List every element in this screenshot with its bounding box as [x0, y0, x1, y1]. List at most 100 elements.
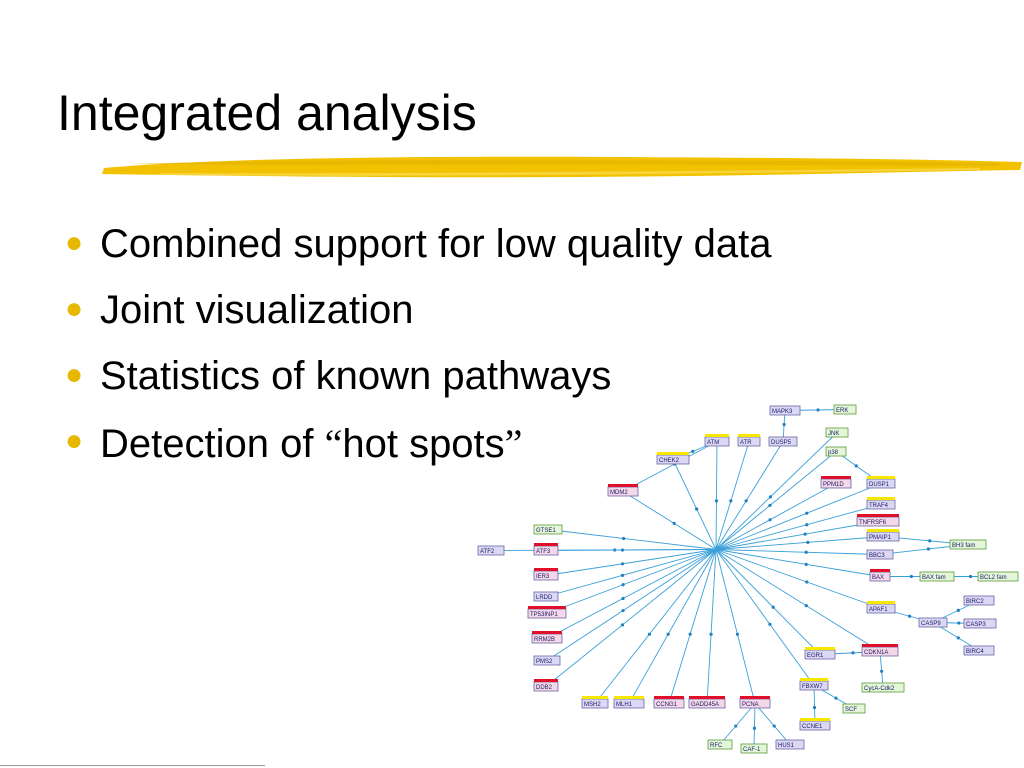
pathway-node: CASP9 — [918, 617, 948, 628]
pathway-node-label: EGR1 — [807, 653, 824, 659]
pathway-node: CASP3 — [963, 618, 997, 629]
pathway-node: PPM1D — [820, 476, 852, 489]
pathway-node-flag — [528, 606, 566, 609]
bullet-dot-icon: ● — [65, 226, 84, 259]
pathway-node-flag — [821, 476, 851, 479]
pathway-edge-dot — [768, 518, 772, 522]
bullet-text: Statistics of known pathways — [100, 354, 612, 398]
pathway-node: CHEK2 — [656, 452, 690, 465]
pathway-node-flag — [800, 678, 828, 681]
pathway-edge-dot — [908, 614, 912, 618]
pathway-edge — [715, 549, 882, 609]
pathway-node-box — [769, 405, 801, 416]
pathway-node-label: HUS1 — [778, 743, 795, 749]
pathway-node-label: DDB2 — [536, 685, 553, 691]
pathway-edge — [546, 549, 717, 614]
pathway-node-label: APAF1 — [869, 607, 888, 613]
pathway-edge — [715, 504, 882, 550]
pathway-node-box — [918, 617, 948, 628]
pathway-node: MLH1 — [613, 696, 645, 709]
pathway-node-box — [963, 595, 995, 606]
pathway-node-flag — [862, 644, 898, 647]
pathway-node: MSH2 — [581, 696, 609, 709]
bullet-item: ● Statistics of known pathways — [60, 354, 771, 420]
pathway-node-flag — [857, 514, 899, 517]
pathway-edge — [715, 441, 750, 550]
pathway-edge — [715, 441, 718, 550]
pathway-node-label: BAX fam — [922, 575, 946, 581]
pathway-edge-dot — [734, 724, 738, 728]
pathway-edge-dot — [804, 550, 808, 554]
pathway-node-label: GTSE1 — [536, 528, 556, 534]
pathway-edge-dot — [729, 499, 733, 503]
pathway-edge-dot — [735, 632, 740, 636]
pathway-node-label: CCNG1 — [656, 702, 678, 708]
pathway-edge-dot — [621, 596, 625, 601]
pathway-node-flag — [532, 631, 562, 634]
pathway-node: DUSP1 — [866, 476, 896, 489]
pathway-edge-dot — [956, 608, 960, 612]
pathway-edge-dot — [695, 507, 699, 511]
pathway-node-label: SCF — [845, 707, 857, 713]
pathway-node-label: PMS2 — [536, 659, 553, 665]
pathway-node: p38 — [825, 446, 847, 457]
pathway-node: GTSE1 — [533, 524, 563, 535]
pathway-edge — [545, 549, 717, 687]
pathway-node-label: JNK — [828, 431, 839, 437]
pathway-node-label: PPM1D — [823, 482, 844, 488]
pathway-node: CAF-1 — [740, 743, 768, 754]
bullet-dot-icon: ● — [65, 424, 84, 457]
pathway-edge — [715, 483, 837, 550]
pathway-node-box — [842, 703, 866, 714]
pathway-edge — [879, 651, 884, 688]
pathway-edge-dot — [620, 573, 625, 577]
pathway-node: BCL2 fam — [977, 571, 1019, 582]
pathway-edge — [546, 549, 717, 639]
pathway-node: TRAF4 — [866, 497, 896, 510]
pathway-node: IER3 — [533, 568, 559, 581]
pathway-edge — [545, 549, 717, 551]
pathway-node-box — [866, 549, 894, 560]
pathway-node-label: IER3 — [536, 574, 550, 580]
pathway-edge — [706, 549, 717, 704]
pathway-edge — [719, 703, 756, 745]
pathway-node-box — [963, 645, 995, 656]
pathway-node-box — [833, 404, 857, 415]
pathway-node: SCF — [842, 703, 866, 714]
pathway-node-flag — [582, 696, 608, 699]
pathway-edge-dot — [772, 724, 776, 728]
pathway-node: CycA-Cdk2 — [861, 682, 905, 693]
pathway-node-label: CDKN1A — [864, 650, 888, 656]
pathway-node: EGR1 — [804, 647, 836, 660]
pathway-node-label: ATF3 — [536, 549, 551, 555]
pathway-edge — [715, 549, 815, 686]
pathway-edge-dot — [768, 495, 773, 499]
pathway-node-box — [707, 739, 733, 750]
pathway-node-box — [919, 571, 955, 582]
pathway-node-label: p38 — [828, 450, 839, 456]
pathway-edge-dot — [928, 539, 932, 543]
pathway-edge-dot — [666, 632, 670, 636]
pathway-node-label: BCL2 fam — [980, 575, 1007, 581]
pathway-node: BIRC2 — [963, 595, 995, 606]
pathway-node: CCNE1 — [799, 718, 831, 731]
pathway-node-box — [949, 539, 987, 550]
pathway-edge-dot — [620, 623, 625, 627]
pathway-node-label: RRM2B — [534, 637, 555, 643]
pathway-node-label: MLH1 — [616, 702, 633, 708]
bullet-text: Joint visualization — [100, 288, 414, 332]
pathway-node-label: CCNE1 — [802, 724, 823, 730]
pathway-node-label: MSH2 — [584, 702, 601, 708]
pathway-node-box — [533, 524, 563, 535]
pathway-edge-dot — [621, 583, 625, 587]
pathway-node-label: TNFRSF6 — [859, 520, 887, 526]
pathway-node-flag — [534, 568, 558, 571]
bullet-item: ● Joint visualization — [60, 288, 771, 354]
pathway-node-box — [977, 571, 1019, 582]
pathway-node-flag — [867, 476, 895, 479]
pathway-node-label: ERK — [836, 408, 848, 414]
pathway-node: ATM — [704, 434, 730, 447]
pathway-edge — [546, 549, 717, 661]
